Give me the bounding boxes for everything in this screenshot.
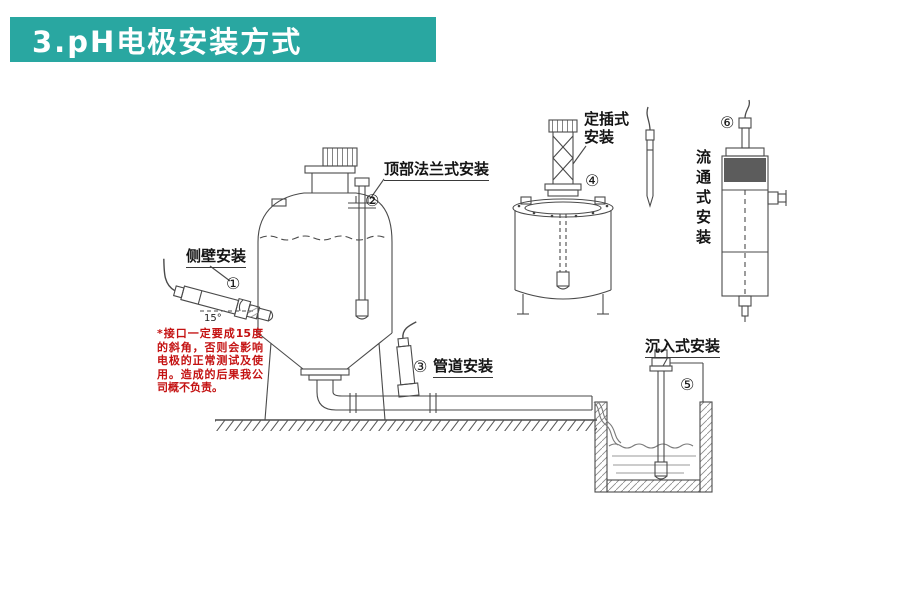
submersion-pool bbox=[593, 401, 713, 493]
flow-through-cell bbox=[721, 99, 787, 322]
angle-annotation: 15° bbox=[204, 313, 222, 324]
page-title: 3.pH电极安装方式 bbox=[32, 24, 303, 59]
marker-side-wall: ① bbox=[226, 274, 241, 293]
submersion-electrode bbox=[649, 349, 704, 480]
fixed-insertion-assembly bbox=[512, 119, 614, 315]
label-flow-through-install: 流通式安装 bbox=[694, 149, 712, 249]
page-title-banner: 3.pH电极安装方式 bbox=[10, 17, 436, 62]
label-side-wall-install: 侧壁安装 bbox=[186, 247, 247, 268]
label-submersion-install: 沉入式安装 bbox=[645, 337, 721, 358]
pipeline-electrode bbox=[396, 321, 420, 398]
marker-submersion: ⑤ bbox=[680, 375, 695, 394]
ground-hatching bbox=[215, 419, 597, 431]
tank-vessel bbox=[257, 147, 393, 421]
label-pipeline-install: 管道安装 bbox=[433, 357, 494, 378]
label-top-flange-install: 顶部法兰式安装 bbox=[384, 160, 490, 181]
marker-pipeline: ③ bbox=[413, 357, 428, 376]
marker-flow-through: ⑥ bbox=[720, 113, 735, 132]
marker-fixed-insertion: ④ bbox=[585, 171, 600, 190]
warning-note: *接口一定要成15度的斜角，否则会影响电极的正常测试及使用。造成的后果我公司概不… bbox=[157, 327, 263, 394]
drain-pipeline bbox=[316, 391, 593, 413]
top-flange-electrode bbox=[348, 177, 385, 320]
marker-top-flange: ② bbox=[365, 191, 380, 210]
side-wall-electrode bbox=[163, 258, 274, 322]
label-fixed-insertion-install: 定插式安装 bbox=[584, 110, 630, 146]
electrode-probe bbox=[645, 106, 655, 208]
